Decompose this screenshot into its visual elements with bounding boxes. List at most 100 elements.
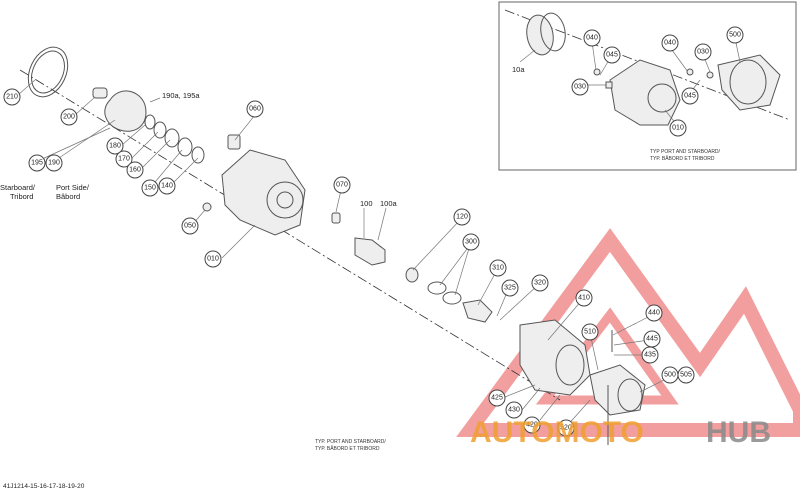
watermark-text-a: AUTOMOTO [470, 416, 644, 449]
callout-label: 170 [118, 156, 130, 163]
inset-note-line2: TYP. BÂBORD ET TRIBORD [650, 155, 715, 162]
nozzle-part [589, 364, 646, 416]
callout-label: 160 [129, 167, 141, 174]
callout-bubble: 070 [333, 176, 351, 194]
leader-lines [17, 37, 741, 428]
callout-label: 510 [584, 329, 596, 336]
callout-bubble: 500 [726, 26, 744, 44]
pump-housing-part [221, 134, 306, 236]
watermark-text: AUTOMOTO HUB [470, 416, 771, 449]
callout-label: 010 [207, 256, 219, 263]
venturi-part [519, 319, 591, 396]
callout-bubble: 435 [641, 346, 659, 364]
callout-bubble: 195 [28, 154, 46, 172]
callout-bubble: 505 [677, 366, 695, 384]
port-label-line1: Port Side/ [56, 183, 90, 192]
inset-frame [498, 1, 797, 171]
callout-bubble: 045 [681, 87, 699, 105]
callout-bubble: 180 [106, 137, 124, 155]
callout-bubble: 040 [661, 34, 679, 52]
callout-bubble: 510 [581, 323, 599, 341]
callout-bubble: 120 [453, 208, 471, 226]
callout-bubble: 300 [462, 233, 480, 251]
label-190a-195a: 190a, 195a [162, 91, 200, 100]
callout-label: 045 [684, 93, 696, 100]
starboard-label-line1: Starboard/ [0, 183, 36, 192]
callout-bubble: 410 [575, 289, 593, 307]
callout-bubble: 320 [531, 274, 549, 292]
callout-bubble: 030 [571, 78, 589, 96]
callout-label: 310 [492, 265, 504, 272]
callout-label: 425 [491, 395, 503, 402]
callout-bubble: 190 [45, 154, 63, 172]
callout-bubble: 040 [583, 29, 601, 47]
callout-label: 180 [109, 143, 121, 150]
callout-label: 500 [729, 32, 741, 39]
callout-bubble: 500 [661, 366, 679, 384]
callout-label: 050 [184, 223, 196, 230]
callout-label: 060 [249, 106, 261, 113]
callout-label: 045 [606, 52, 618, 59]
callout-bubble: 050 [181, 217, 199, 235]
callout-label: 210 [6, 94, 18, 101]
callout-label: 300 [465, 239, 477, 246]
inset-note-line1: TYP PORT AND STARBOARD/ [650, 149, 721, 155]
callout-label: 200 [63, 114, 75, 121]
inset-wear-ring [526, 12, 566, 56]
cover-part [462, 299, 493, 323]
starboard-label-line2: Tribord [10, 192, 33, 201]
label-100: 100 [360, 199, 373, 208]
callout-label: 520 [560, 425, 572, 432]
callout-bubble: 210 [3, 88, 21, 106]
callout-bubble: 420 [523, 416, 541, 434]
callout-bubble: 140 [158, 177, 176, 195]
callout-label: 435 [644, 352, 656, 359]
callout-label: 070 [336, 182, 348, 189]
shaft-part [354, 237, 419, 283]
callout-label: 040 [586, 35, 598, 42]
inset-small-parts [593, 68, 714, 89]
callout-bubble: 045 [603, 46, 621, 64]
callout-bubble: 060 [246, 100, 264, 118]
fitting-part [202, 202, 212, 212]
callout-label: 040 [664, 40, 676, 47]
o-rings-part [427, 281, 462, 305]
callout-bubble: 160 [126, 161, 144, 179]
callout-bubble: 520 [557, 419, 575, 437]
callout-bubble: 440 [645, 304, 663, 322]
seal-rings [144, 114, 205, 164]
center-axis [19, 69, 561, 401]
callout-bubble: 310 [489, 259, 507, 277]
callout-bubble: 010 [204, 250, 222, 268]
callout-label: 120 [456, 214, 468, 221]
bottom-note-line1: TYP. PORT AND STARBOARD/ [315, 439, 386, 445]
wear-ring-part [27, 46, 69, 98]
callout-bubble: 010 [669, 119, 687, 137]
callout-label: 500 [664, 372, 676, 379]
callout-label: 440 [648, 310, 660, 317]
callout-label: 505 [680, 372, 692, 379]
bottom-note-line2: TYP. BÂBORD ET TRIBORD [315, 445, 380, 452]
callout-label: 030 [697, 49, 709, 56]
port-label-line2: Bâbord [56, 192, 80, 201]
callout-label: 010 [672, 125, 684, 132]
impeller-part [92, 87, 147, 132]
callout-label: 420 [526, 422, 538, 429]
callout-label: 150 [144, 185, 156, 192]
plug-part [331, 212, 341, 224]
callout-label: 030 [574, 84, 586, 91]
callout-label: 190 [48, 160, 60, 167]
callout-bubble: 445 [643, 330, 661, 348]
callout-label: 140 [161, 183, 173, 190]
callout-label: 325 [504, 285, 516, 292]
callout-bubble: 425 [488, 389, 506, 407]
callout-bubble: 170 [115, 150, 133, 168]
callout-bubble: 200 [60, 108, 78, 126]
callout-label: 195 [31, 160, 43, 167]
callout-bubble: 325 [501, 279, 519, 297]
callout-label: 445 [646, 336, 658, 343]
diagram-code: 41J1214-15-16-17-18-19-20 [3, 483, 85, 490]
label-100a: 100a [380, 199, 398, 208]
